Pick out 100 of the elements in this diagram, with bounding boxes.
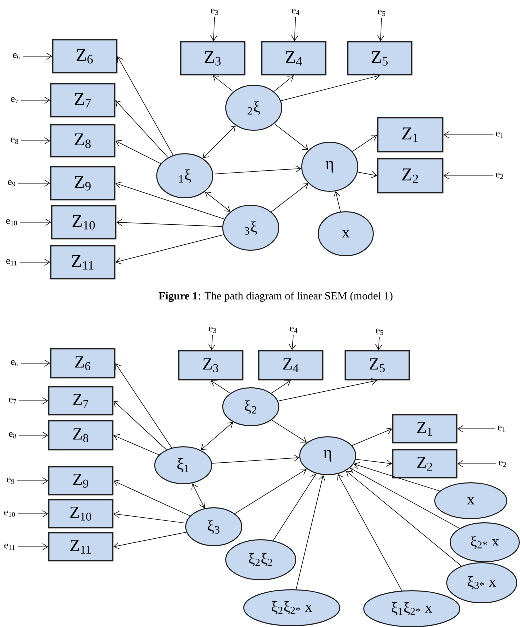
error-label: e$_{8}$ — [11, 138, 18, 144]
arrow — [117, 56, 174, 156]
arrow — [18, 510, 48, 518]
arrow — [21, 96, 50, 104]
arrow — [20, 258, 50, 266]
error-label: e$_{10}$ — [4, 510, 16, 518]
arrow — [296, 475, 326, 590]
error-label: e$_{5}$ — [376, 328, 384, 336]
arrow — [338, 474, 402, 592]
arrow — [358, 171, 378, 178]
arrow — [116, 364, 172, 448]
arrow — [23, 52, 52, 60]
double-arrow — [202, 126, 236, 158]
double-arrow — [205, 192, 231, 212]
arrow — [234, 469, 307, 514]
arrow — [458, 460, 497, 468]
error-label: e$_{4}$ — [292, 8, 300, 16]
error-label: e$_{11}$ — [6, 259, 17, 266]
arrow — [213, 76, 234, 92]
error-label: e$_{5}$ — [378, 10, 386, 16]
error-label: e$_{6}$ — [13, 53, 21, 60]
arrow — [18, 180, 50, 188]
arrow — [114, 434, 160, 456]
arrow — [289, 335, 296, 350]
arrow — [350, 468, 460, 529]
arrow — [116, 219, 223, 228]
arrow — [291, 17, 299, 42]
variable-box: Z$_{2}$ — [377, 158, 444, 194]
error-label: e$_{1}$ — [496, 132, 504, 138]
arrow — [213, 166, 302, 175]
error-label: e$_{2}$ — [499, 460, 506, 468]
variable-box: Z$_{6}$ — [52, 39, 118, 74]
arrow — [334, 191, 342, 212]
arrow — [376, 337, 383, 350]
variable-box: Z$_{8}$ — [50, 124, 116, 158]
variable-box: Z$_{4}$ — [258, 350, 324, 381]
variable-box: Z$_{7}$ — [48, 386, 114, 416]
arrow — [116, 140, 162, 164]
arrow — [19, 397, 48, 405]
error-label: e$_{9}$ — [8, 180, 16, 187]
arrow — [208, 335, 216, 350]
arrow — [271, 184, 309, 212]
error-label: e$_{10}$ — [6, 219, 18, 226]
variable-box: Z$_{7}$ — [50, 83, 116, 118]
error-label: e$_{3}$ — [211, 8, 218, 16]
arrow — [272, 420, 308, 443]
double-arrow — [200, 422, 234, 450]
arrow — [21, 360, 50, 368]
variable-box: Z$_{10}$ — [51, 205, 117, 240]
arrow — [114, 511, 186, 524]
arrow — [444, 172, 494, 180]
arrow — [352, 428, 392, 446]
arrow — [356, 459, 392, 467]
variable-box: Z$_{3}$ — [178, 350, 244, 381]
variable-box: Z$_{2}$ — [392, 449, 458, 479]
arrow — [274, 124, 309, 150]
arrow — [116, 100, 169, 158]
arrow — [114, 480, 191, 516]
arrow — [21, 137, 50, 145]
arrow — [20, 218, 52, 226]
arrow — [280, 74, 380, 102]
variable-box: Z$_{9}$ — [50, 166, 116, 201]
error-label: e$_{11}$ — [4, 544, 15, 550]
arrow — [19, 432, 48, 440]
variable-box: Z$_{9}$ — [48, 466, 114, 496]
arrow — [114, 401, 168, 450]
arrow — [274, 76, 294, 92]
arrow — [278, 378, 378, 402]
error-label: e$_{8}$ — [9, 432, 16, 439]
double-arrow — [192, 484, 206, 509]
variable-box: Z$_{10}$ — [48, 499, 114, 529]
error-label: e$_{2}$ — [496, 172, 504, 180]
arrow — [212, 454, 300, 464]
variable-box: Z$_{11}$ — [48, 532, 114, 562]
variable-box: Z$_{1}$ — [392, 414, 458, 444]
error-label: e$_{6}$ — [11, 360, 19, 367]
arrow — [211, 380, 231, 394]
error-label: e$_{3}$ — [209, 326, 216, 334]
error-label: e$_{4}$ — [290, 326, 298, 334]
arrow — [458, 425, 496, 433]
arrow — [346, 471, 462, 567]
arrow — [273, 474, 317, 542]
error-label: e$_{1}$ — [498, 426, 506, 432]
variable-box: Z$_{5}$ — [347, 41, 413, 76]
variable-box: Z$_{6}$ — [50, 348, 116, 379]
arrow — [444, 131, 494, 139]
arrow — [210, 17, 218, 42]
error-label: e$_{7}$ — [11, 97, 19, 104]
variable-box: Z$_{11}$ — [50, 245, 116, 280]
variable-box: Z$_{3}$ — [180, 41, 246, 76]
arrow — [17, 477, 48, 485]
variable-box: Z$_{4}$ — [261, 41, 327, 76]
arrow — [271, 380, 291, 394]
arrow — [114, 532, 187, 550]
arrow — [352, 135, 378, 152]
arrow — [116, 234, 224, 265]
arrow — [377, 18, 385, 42]
variable-box: Z$_{1}$ — [377, 117, 444, 153]
arrow — [354, 462, 440, 492]
variable-box: Z$_{8}$ — [48, 420, 114, 451]
